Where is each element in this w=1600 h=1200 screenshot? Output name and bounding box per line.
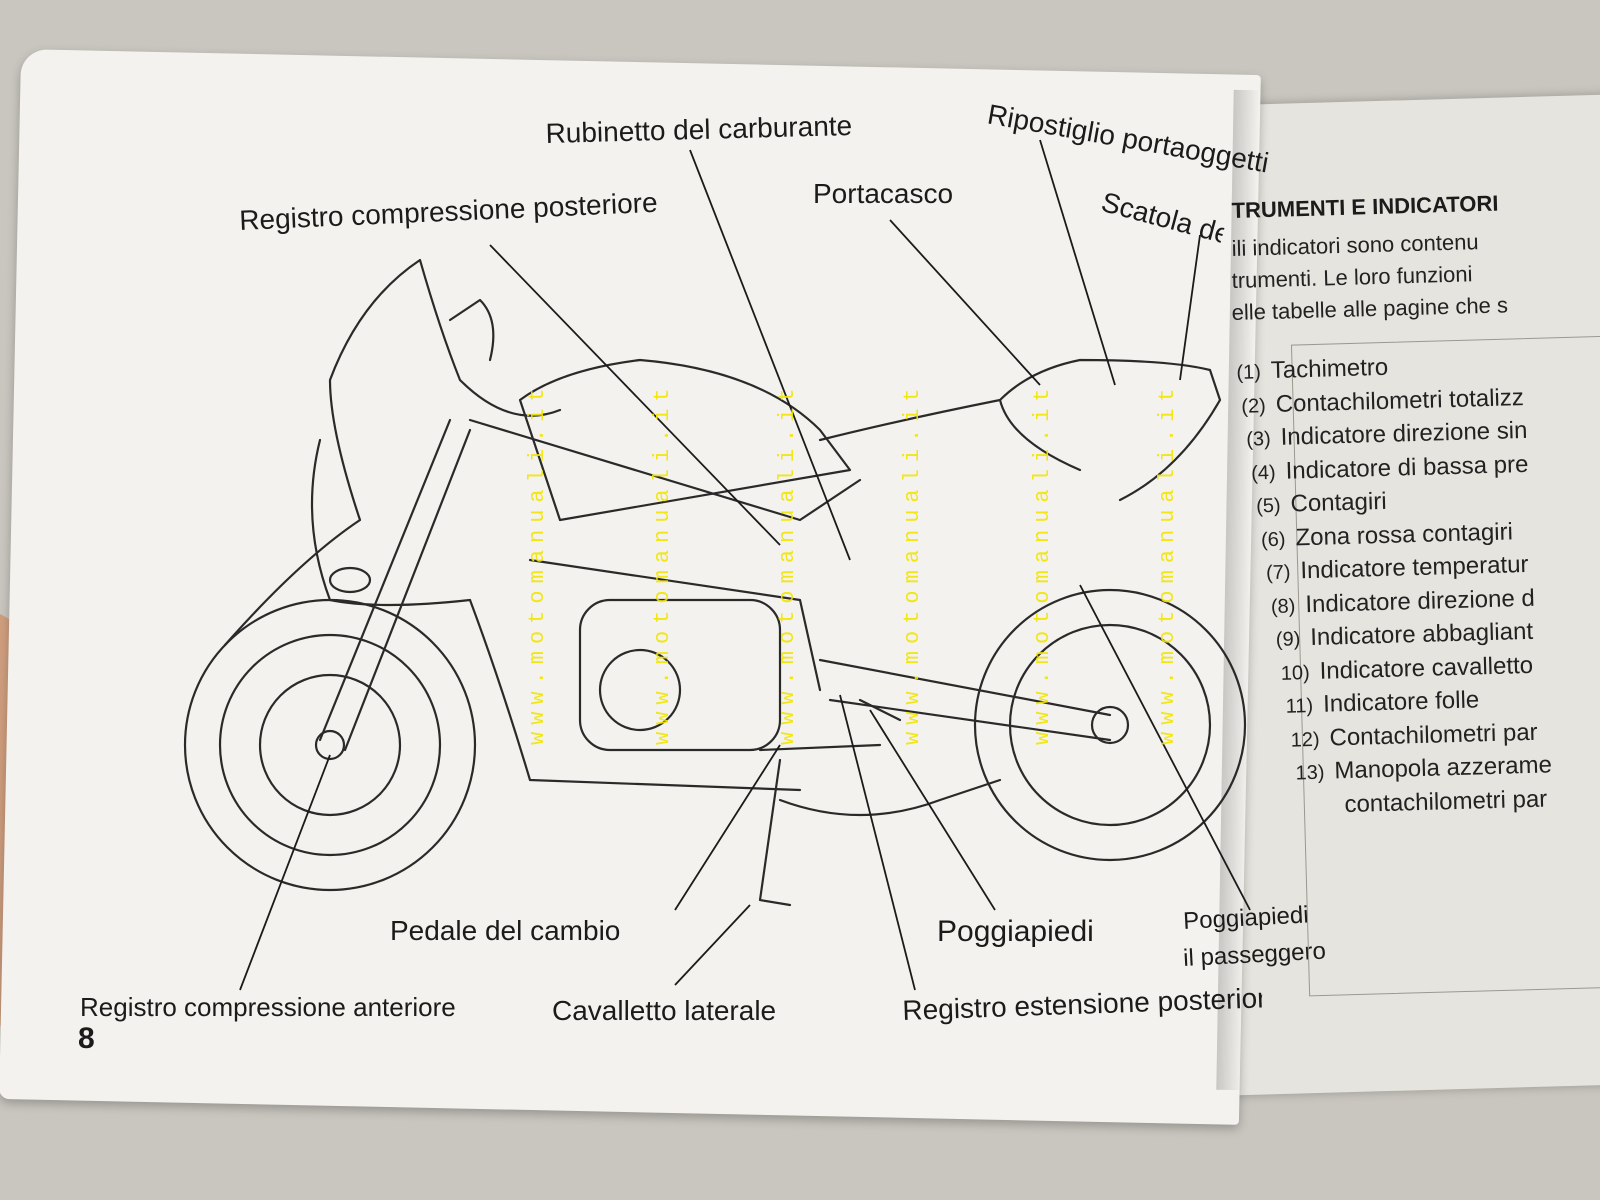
instrument-item-number: 10)	[1280, 661, 1311, 685]
fuel-tank	[518, 358, 852, 522]
instrument-item-text: contachilometri par	[1344, 784, 1548, 818]
fairing	[223, 258, 562, 647]
watermark-6: www.motomanuali.it	[1155, 381, 1180, 745]
instrument-item-number	[1301, 812, 1335, 813]
instrument-item-text: Manopola azzerame	[1334, 751, 1553, 785]
instrument-item-text: Indicatore temperatur	[1300, 550, 1529, 585]
instrument-item-number: (6)	[1260, 528, 1286, 551]
instrument-item-number: 12)	[1290, 728, 1320, 752]
instrument-item-text: Contagiri	[1290, 487, 1387, 518]
instrument-item-text: Indicatore direzione d	[1304, 584, 1536, 618]
instrument-item-text: Contachilometri par	[1329, 718, 1538, 752]
instrument-item-text: Indicatore direzione sin	[1280, 416, 1528, 451]
instrument-list: (1) Tachimetro(2) Contachilometri totalizz…	[1236, 350, 1553, 827]
watermark-5: www.motomanuali.it	[1030, 381, 1055, 745]
instrument-item-text: Tachimetro	[1270, 353, 1389, 385]
label-pedale-cambio: Pedale del cambio	[390, 915, 621, 946]
instrument-item-number: (8)	[1270, 594, 1296, 618]
instrument-item-number: (4)	[1250, 461, 1276, 485]
label-registro-compressione-anteriore: Registro compressione anteriore	[80, 992, 456, 1022]
instrument-item-text: Indicatore folle	[1322, 686, 1480, 718]
instrument-list-item: contachilometri par	[1248, 785, 1553, 827]
engine	[578, 598, 782, 752]
instrument-item-text: Indicatore cavalletto	[1319, 651, 1534, 685]
instrument-item-number: (9)	[1275, 628, 1301, 651]
right-page-text-clip: TRUMENTI E INDICATORI ili indicatori son…	[1222, 0, 1600, 1200]
watermark-3: www.motomanuali.it	[775, 381, 800, 745]
instrument-item-number: 13)	[1295, 761, 1325, 785]
instrument-item-number: (2)	[1241, 394, 1267, 418]
label-poggiapiedi: Poggiapiedi	[937, 915, 1094, 948]
instrument-item-text: Indicatore abbagliant	[1309, 617, 1534, 652]
rear-wheel	[973, 588, 1247, 862]
label-portacasco: Portacasco	[813, 178, 954, 209]
instrument-item-number: (3)	[1245, 428, 1272, 451]
right-page-title: TRUMENTI E INDICATORI	[1231, 190, 1499, 224]
instrument-item-number: (7)	[1265, 561, 1291, 585]
watermark-4: www.motomanuali.it	[900, 381, 925, 745]
tail-section	[818, 358, 1222, 502]
watermark-2: www.motomanuali.it	[650, 381, 675, 745]
instrument-item-number: (1)	[1236, 361, 1262, 384]
right-intro-line-3: elle tabelle alle pagine che s	[1231, 292, 1509, 326]
instrument-item-number: (5)	[1255, 494, 1281, 518]
instrument-item-text: Indicatore di bassa pre	[1285, 450, 1529, 485]
right-intro-line-2: trumenti. Le loro funzioni	[1231, 261, 1473, 294]
page-number: 8	[78, 1022, 95, 1055]
front-wheel	[183, 598, 477, 892]
instrument-item-text: Zona rossa contagiri	[1295, 517, 1514, 551]
label-cavalletto-laterale: Cavalletto laterale	[552, 995, 777, 1026]
instrument-item-number: 11)	[1285, 694, 1314, 718]
instrument-item-text: Contachilometri totalizz	[1275, 383, 1525, 418]
watermark-1: www.motomanuali.it	[525, 381, 550, 745]
right-intro-line-1: ili indicatori sono contenu	[1231, 229, 1479, 262]
